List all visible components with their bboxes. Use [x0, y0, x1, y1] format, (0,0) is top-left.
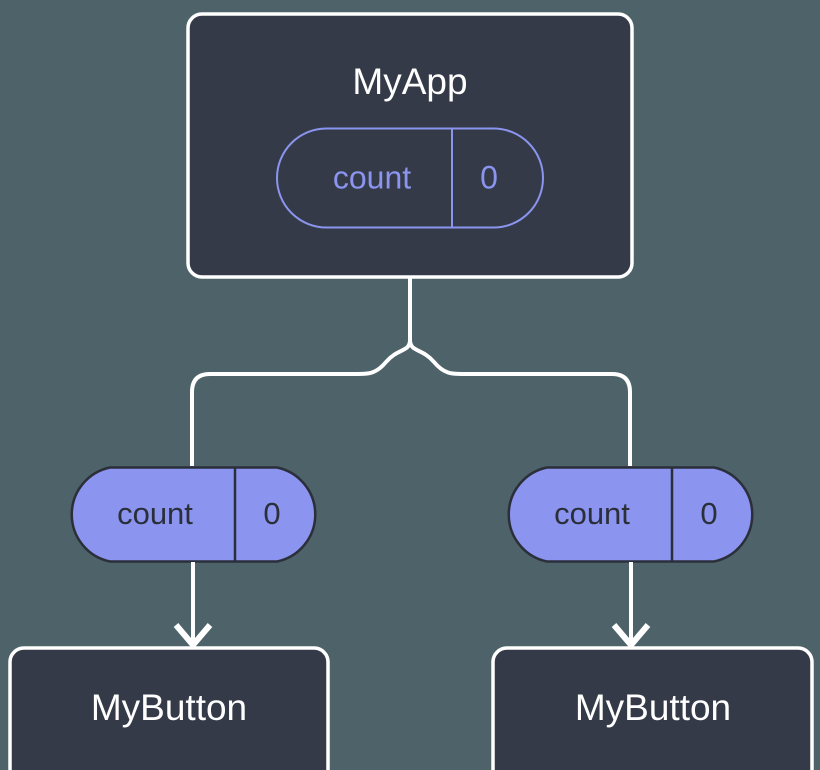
left-prop-pill-shape: [70, 466, 317, 563]
node-mybutton-left[interactable]: MyButton: [8, 646, 330, 770]
myapp-box-fill: [188, 14, 632, 277]
node-myapp[interactable]: MyApp count 0: [186, 12, 634, 279]
branch-left: count 0 MyButton: [8, 466, 330, 770]
myapp-label: MyApp: [352, 61, 467, 102]
left-prop-value: 0: [263, 496, 280, 531]
mybutton-left-label: MyButton: [91, 687, 247, 728]
right-prop-pill-shape: [507, 466, 754, 563]
node-mybutton-right[interactable]: MyButton: [491, 646, 814, 770]
right-arrow-head-icon: [611, 623, 651, 650]
mybutton-right-box-fill: [493, 648, 812, 770]
left-arrow: [173, 562, 213, 650]
myapp-box-outline: [186, 12, 634, 279]
myapp-state-key: count: [333, 159, 411, 195]
mybutton-right-label: MyButton: [575, 687, 731, 728]
mybutton-right-box-outline: [491, 646, 814, 770]
right-arrow: [611, 562, 651, 650]
mybutton-left-box-outline: [8, 646, 330, 770]
branch-right: count 0 MyButton: [491, 466, 814, 770]
right-prop-key: count: [554, 496, 630, 531]
branch-connector-path: [190, 277, 412, 466]
left-prop-pill[interactable]: count 0: [70, 466, 317, 563]
left-prop-key: count: [117, 496, 193, 531]
mybutton-left-box-fill: [10, 648, 328, 770]
myapp-state-value: 0: [480, 159, 498, 195]
right-prop-pill[interactable]: count 0: [507, 466, 754, 563]
left-arrow-head-icon: [173, 623, 213, 650]
myapp-state-pill-shape: [276, 127, 544, 229]
connector-group: [190, 277, 632, 466]
right-prop-value: 0: [700, 496, 717, 531]
myapp-state-pill[interactable]: count 0: [276, 127, 544, 229]
branch-connector-path-right: [408, 339, 632, 466]
